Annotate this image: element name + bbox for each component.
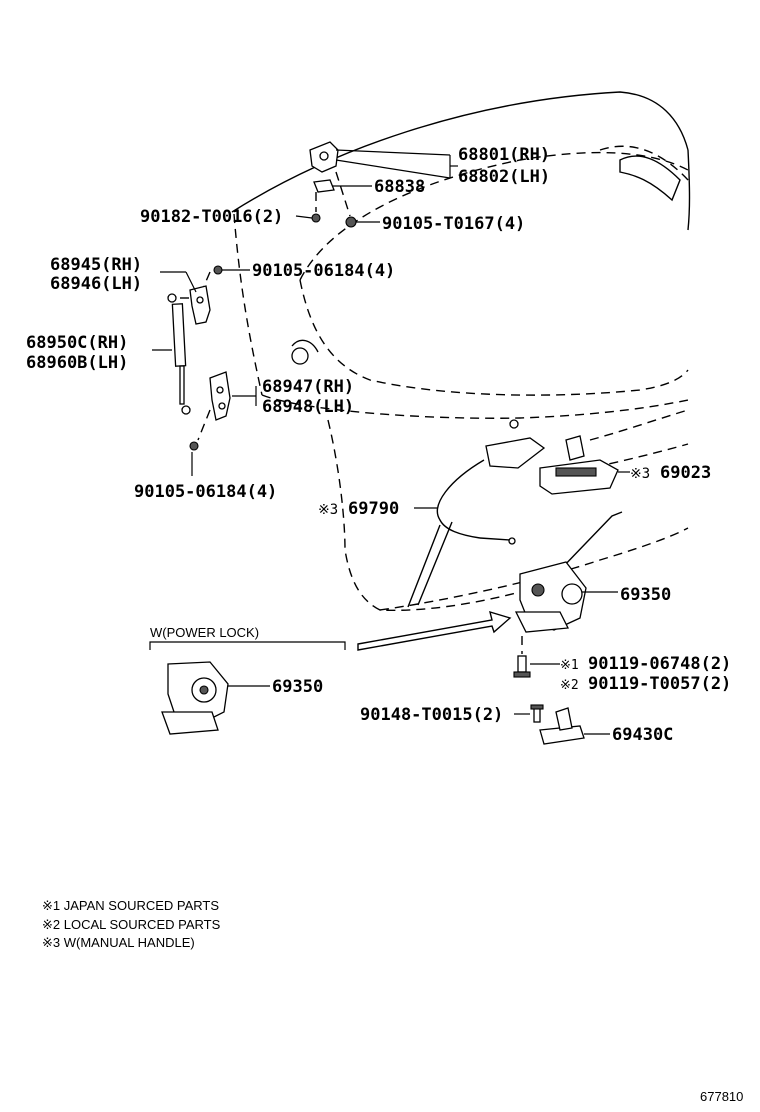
part-68946-label: 68946(LH) [50,274,142,294]
figure-number: 677810 [700,1089,743,1104]
back-door-outline [231,91,691,612]
part-68802-label: 68802(LH) [458,167,550,187]
part-90148-label: 90148-T0015(2) [360,705,503,725]
control-cable-icon [436,419,546,545]
part-68801-label: 68801(RH) [458,145,550,165]
part-69023-label: 69023 [660,463,711,483]
power-lock-label: W(POWER LOCK) [150,625,259,640]
part-90119-06748-mark: ※1 [560,658,579,673]
power-lock-icon [161,661,229,735]
outside-handle-icon [539,435,619,495]
part-69023-mark: ※3 [630,466,650,482]
part-90105-t0167-label: 90105-T0167(4) [382,214,525,234]
part-68838-label: 68838 [374,177,425,197]
part-68948-label: 68948(LH) [262,397,354,417]
part-90105-06184-a-label: 90105-06184(4) [252,261,395,281]
part-68947-label: 68947(RH) [262,377,354,397]
part-68950c-label: 68950C(RH) [26,333,128,353]
door-lock-icon [514,511,623,633]
part-69430c-label: 69430C [612,725,673,745]
hinge-icon [309,141,357,228]
part-90119-06748-label: 90119-06748(2) [588,654,731,674]
part-68960b-label: 68960B(LH) [26,353,128,373]
lower-bracket-icon [189,371,231,451]
part-90105-06184-b-label: 90105-06184(4) [134,482,277,502]
door-hole-icon [291,347,309,365]
stay-bracket-icon [189,265,223,325]
striker-icon [530,704,585,745]
part-90119-t0057-mark: ※2 [560,678,579,693]
part-69350-inset-label: 69350 [272,677,323,697]
part-90182-label: 90182-T0016(2) [140,207,283,227]
part-68945-label: 68945(RH) [50,255,142,275]
part-69790-mark: ※3 [318,502,338,518]
part-90119-t0057-label: 90119-T0057(2) [588,674,731,694]
arrow-icon [357,610,512,651]
damper-stay-icon [167,293,191,415]
bolt-icon [513,636,531,678]
part-69790-label: 69790 [348,499,399,519]
part-69350-main-label: 69350 [620,585,671,605]
note-japan-sourced: ※1 JAPAN SOURCED PARTS [42,898,219,913]
note-manual-handle: ※3 W(MANUAL HANDLE) [42,935,195,950]
note-local-sourced: ※2 LOCAL SOURCED PARTS [42,917,221,932]
